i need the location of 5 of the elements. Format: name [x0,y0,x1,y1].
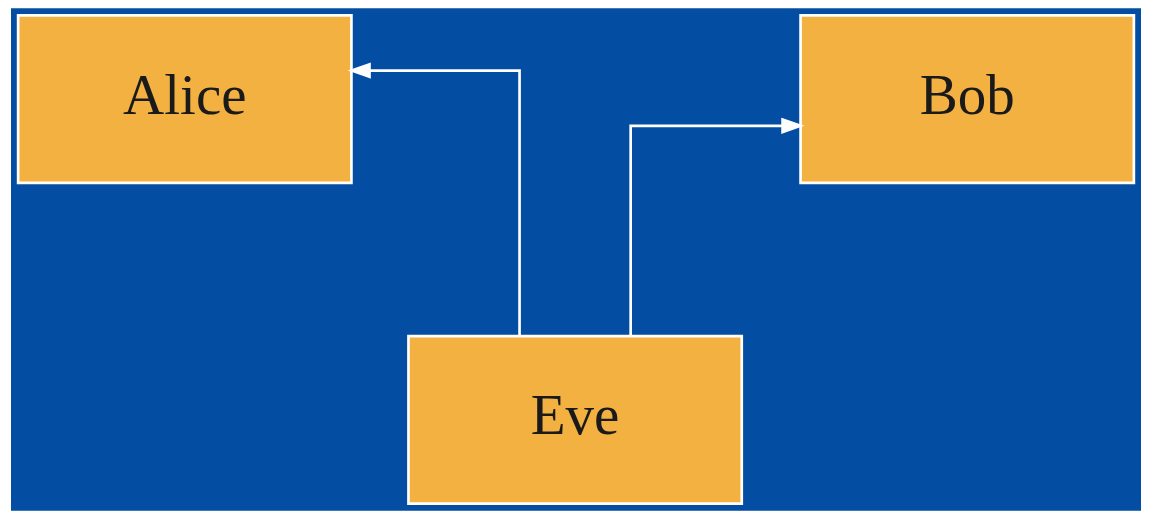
node-box: Eve [406,334,743,505]
arrow [628,117,804,336]
arrow [347,62,521,336]
node-box: Alice [16,14,353,185]
node-box: Bob [798,14,1135,185]
